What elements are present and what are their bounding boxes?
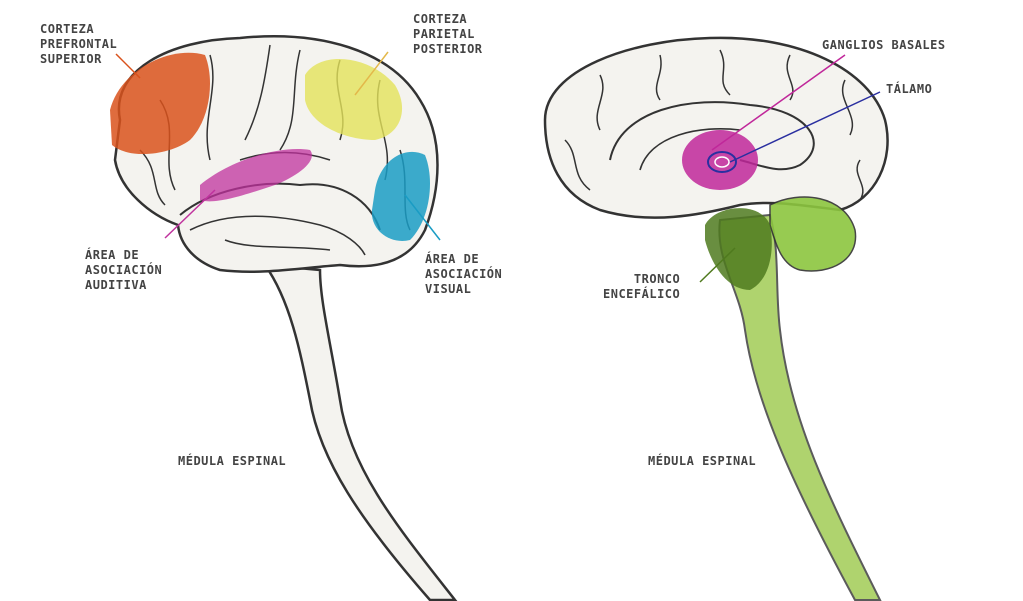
- right-brain-outline: [543, 36, 889, 219]
- label-talamo: TÁLAMO: [886, 82, 933, 96]
- ganglios-region: [682, 130, 758, 190]
- label-line: CORTEZA: [413, 12, 468, 26]
- label-line: SUPERIOR: [40, 52, 102, 66]
- right-leader-lines: [699, 54, 881, 283]
- label-medula-left: MÉDULA ESPINAL: [178, 454, 287, 468]
- left-spinal-cord: [262, 263, 458, 601]
- cerebelo-region: [769, 196, 857, 272]
- tronco-region: [705, 208, 772, 290]
- right-spinal-cord: [718, 213, 882, 601]
- label-ganglios: GANGLIOS BASALES: [822, 38, 946, 52]
- label-line: ÁREA DE: [425, 252, 480, 266]
- label-line: PARIETAL: [413, 27, 475, 41]
- talamo-region: [707, 151, 737, 173]
- label-line: CORTEZA: [40, 22, 95, 36]
- left-leader-lines: [115, 51, 441, 241]
- left-regions: [110, 52, 430, 241]
- label-line: ÁREA DE: [85, 248, 140, 262]
- label-line: TRONCO: [633, 272, 681, 286]
- right-regions: [682, 130, 857, 290]
- label-line: PREFRONTAL: [40, 37, 118, 51]
- auditiva-region: [200, 149, 312, 202]
- label-line: VISUAL: [425, 282, 472, 296]
- label-line: ASOCIACIÓN: [85, 263, 163, 277]
- label-medula-right: MÉDULA ESPINAL: [648, 454, 757, 468]
- visual-region: [371, 151, 430, 241]
- label-line: AUDITIVA: [85, 278, 147, 292]
- label-line: ASOCIACIÓN: [425, 267, 503, 281]
- label-line: ENCEFÁLICO: [603, 287, 681, 301]
- prefrontal-region: [110, 52, 210, 155]
- parietal-region: [305, 58, 403, 140]
- label-line: POSTERIOR: [413, 42, 483, 56]
